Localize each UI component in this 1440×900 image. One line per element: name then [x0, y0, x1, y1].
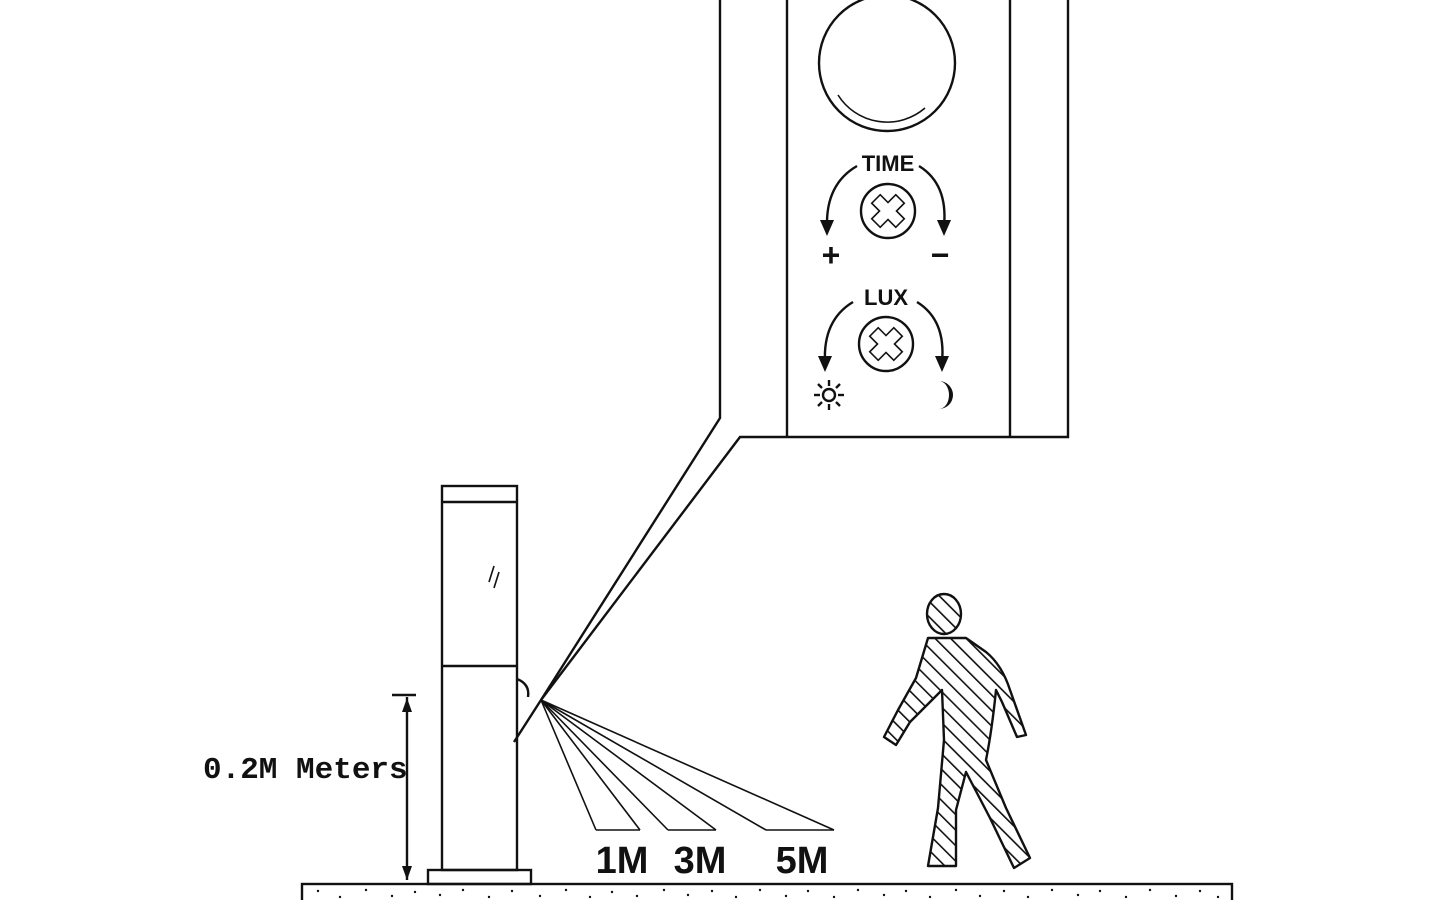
walking-person-icon [882, 592, 1032, 870]
control-panel-callout: TIME + − LUX [539, 0, 1070, 701]
sensor-bump [516, 677, 530, 698]
height-label: 0.2M Meters [203, 753, 408, 788]
sun-icon [814, 380, 844, 410]
arrow-cw-icon [918, 164, 946, 227]
detection-rays [540, 699, 835, 831]
pir-lens-icon [817, 0, 957, 133]
lux-label: LUX [864, 285, 908, 310]
callout-line-left [539, 0, 722, 701]
arrow-cw-icon [916, 300, 944, 363]
height-dimension: 0.2M Meters [203, 693, 416, 880]
time-plus-symbol: + [822, 237, 841, 273]
arrow-ccw-icon [825, 164, 858, 227]
screw-icon [857, 315, 915, 373]
moon-icon [939, 381, 953, 409]
time-adjuster: TIME + − [820, 151, 951, 273]
ground [300, 882, 1234, 900]
lux-adjuster: LUX [814, 285, 953, 410]
arrow-ccw-icon [823, 300, 854, 363]
distance-label-5m: 5M [776, 840, 829, 882]
distance-label-1m: 1M [596, 840, 649, 882]
distance-label-3m: 3M [674, 840, 727, 882]
callout-line-right [540, 0, 1070, 701]
screw-icon [859, 182, 917, 240]
bollard-lamp [426, 484, 543, 886]
time-label: TIME [862, 151, 915, 176]
time-minus-symbol: − [931, 237, 950, 273]
